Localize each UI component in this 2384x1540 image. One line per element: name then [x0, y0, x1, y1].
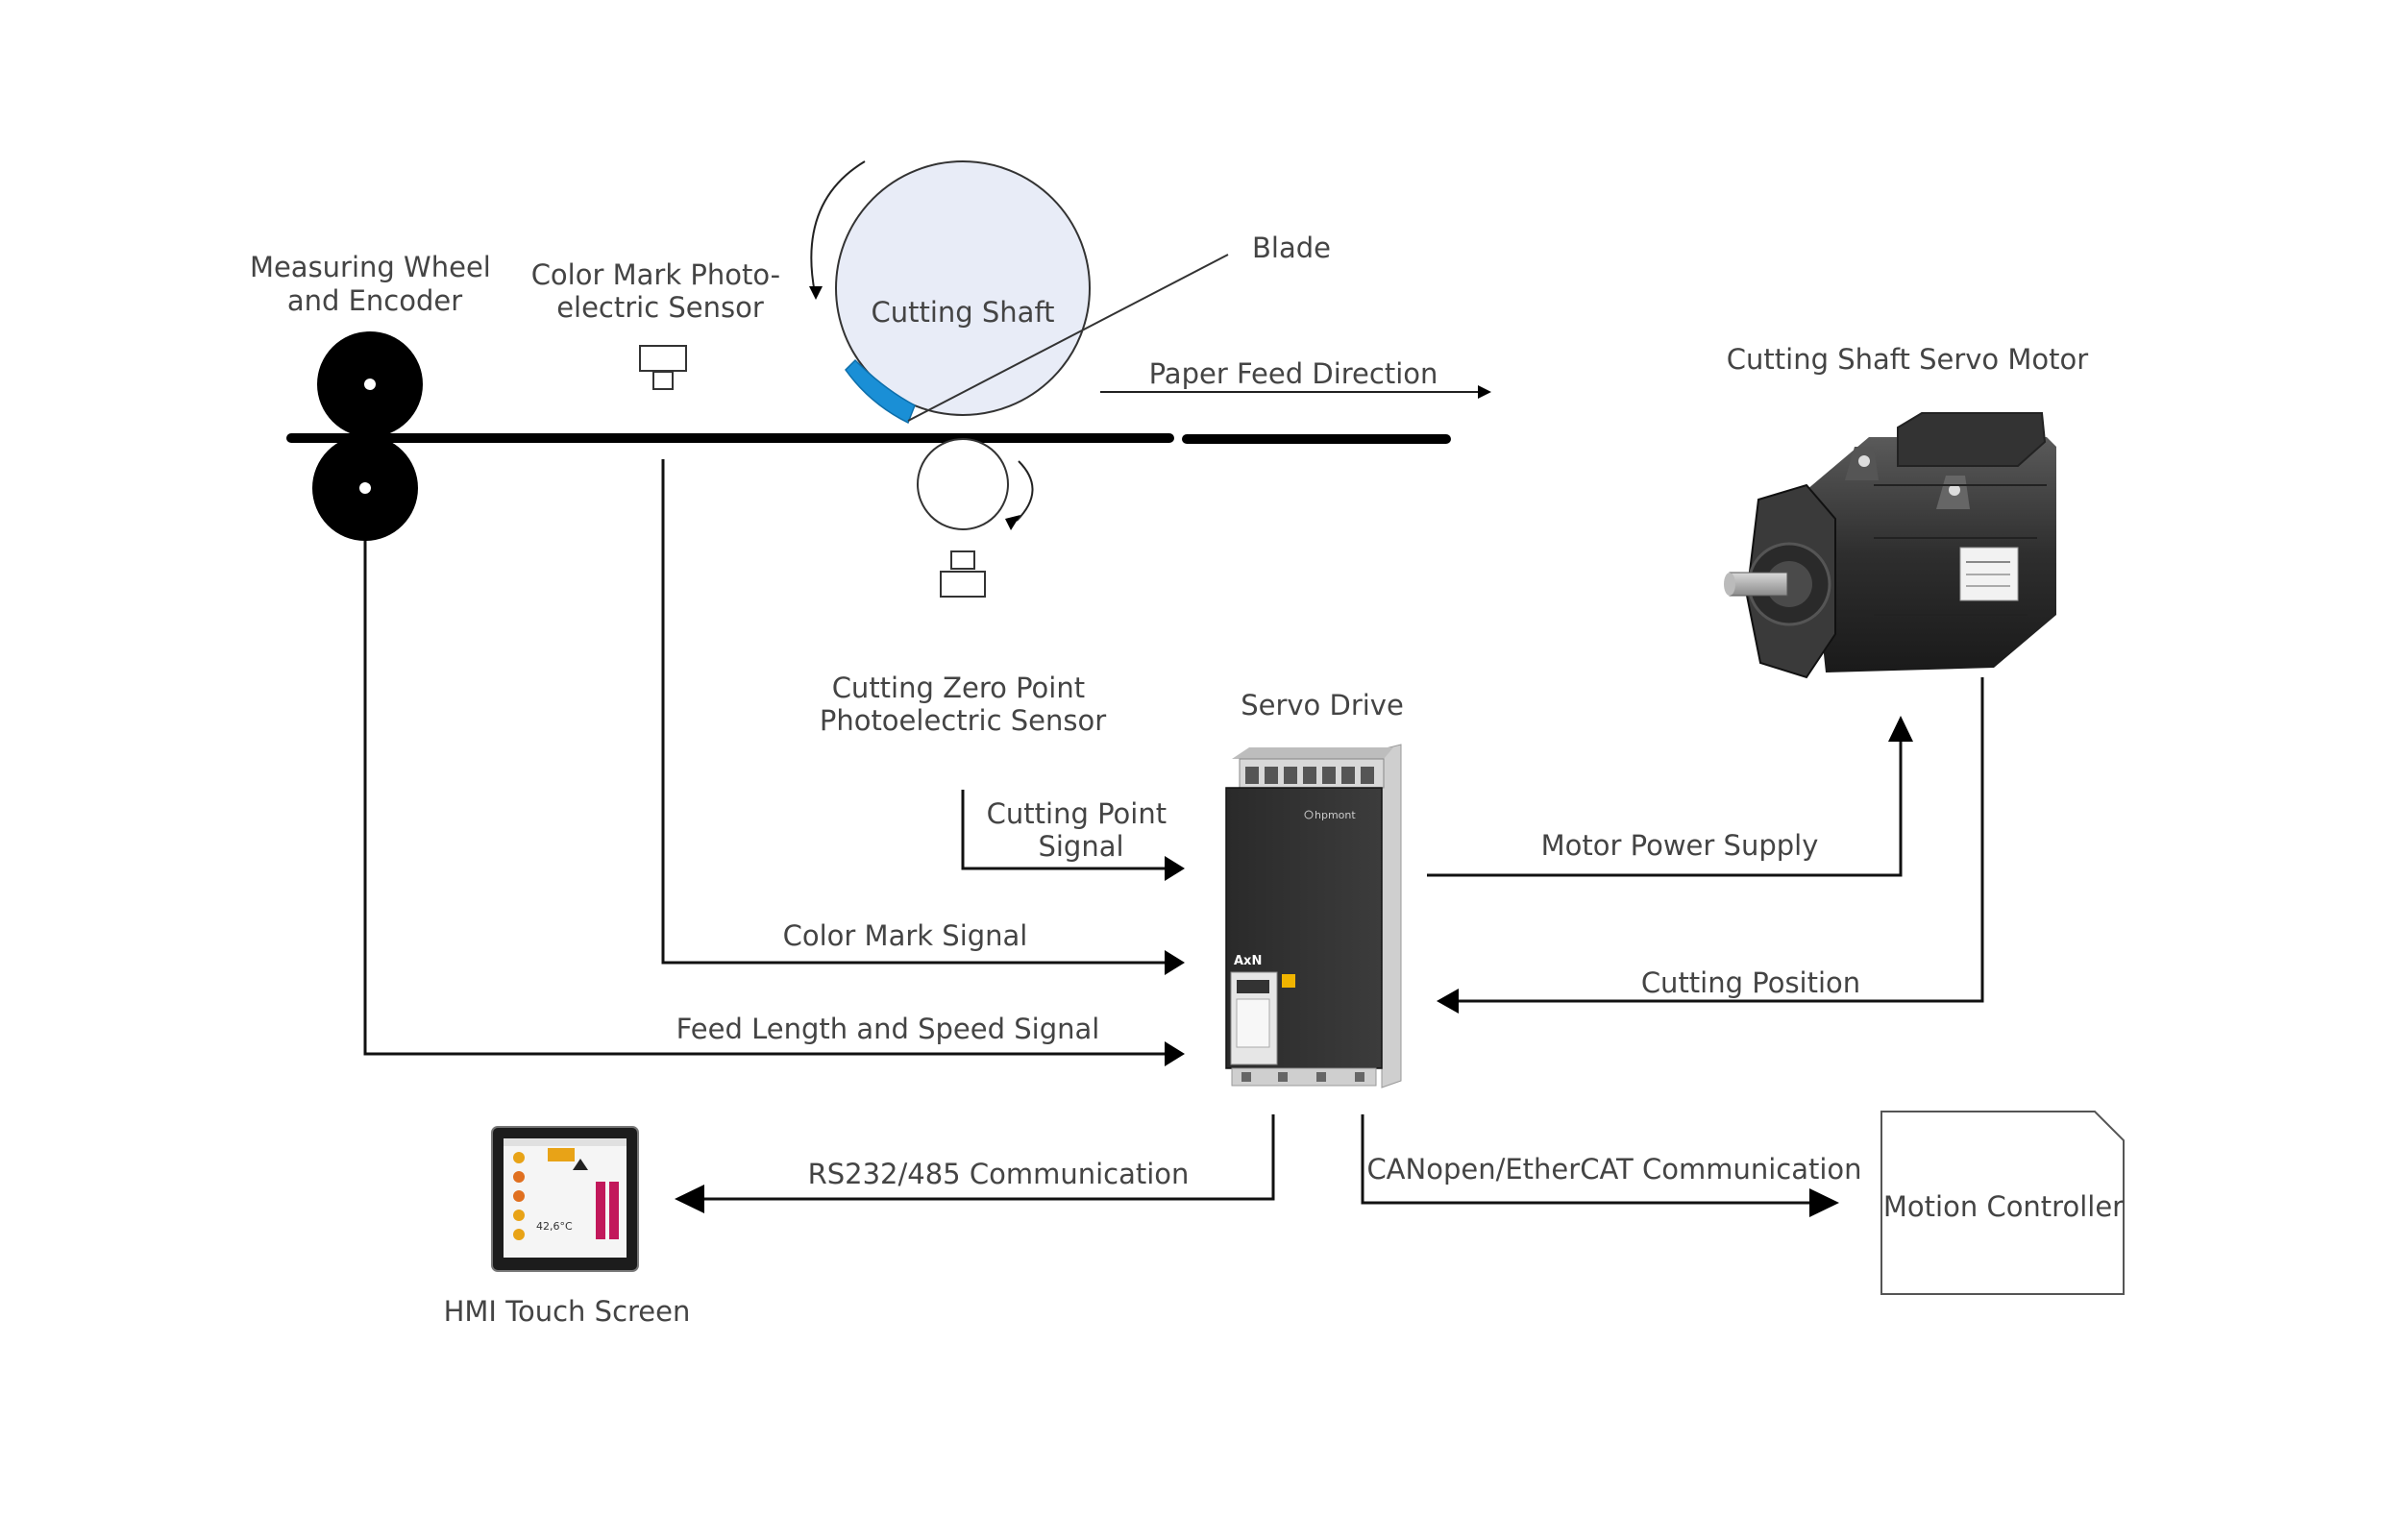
measuring-wheel-label: Measuring Wheel and Encoder: [250, 251, 500, 317]
svg-text:hpmont: hpmont: [1315, 809, 1356, 821]
cutting-point-arrowhead: [1165, 856, 1185, 881]
color-mark-sensor-label: Color Mark Photo- electric Sensor: [531, 258, 790, 324]
cutting-shaft-label: Cutting Shaft: [871, 296, 1054, 329]
cutting-position-arrowhead: [1437, 989, 1459, 1014]
blade-edge: [845, 358, 916, 425]
hmi-touch-screen-image: 42,6°C: [491, 1126, 639, 1272]
color-mark-signal-label: Color Mark Signal: [783, 919, 1028, 952]
color-mark-signal-line: [661, 459, 1167, 965]
motion-controller-box: [1880, 1111, 2125, 1295]
svg-text:AxN: AxN: [1234, 954, 1262, 968]
can-communication-arrowhead: [1809, 1188, 1839, 1217]
rs-communication-label: RS232/485 Communication: [808, 1158, 1190, 1190]
motor-power-supply-label: Motor Power Supply: [1541, 829, 1819, 862]
feed-length-signal-label: Feed Length and Speed Signal: [676, 1013, 1100, 1045]
cutting-position-label: Cutting Position: [1641, 966, 1860, 999]
rs-communication-line: [701, 1114, 1275, 1201]
blade-label: Blade: [1252, 232, 1331, 264]
hmi-touch-screen-label: HMI Touch Screen: [444, 1295, 691, 1328]
shaft-rotation-arrow: [810, 160, 866, 294]
cutting-point-signal-line: [961, 790, 1167, 870]
can-communication-line: [1361, 1114, 1811, 1205]
can-communication-label: CANopen/EtherCAT Communication: [1366, 1153, 1861, 1186]
servo-drive-image: hpmont AxN: [1225, 744, 1402, 1088]
svg-text:42,6°C: 42,6°C: [536, 1220, 573, 1233]
blade-pointer-line: [907, 254, 1229, 422]
rs-communication-arrowhead: [675, 1185, 704, 1213]
feed-length-arrowhead: [1165, 1041, 1185, 1066]
zero-point-sensor-icon: [940, 550, 986, 598]
servo-motor-label: Cutting Shaft Servo Motor: [1727, 343, 2088, 376]
servo-drive-label: Servo Drive: [1241, 689, 1404, 721]
motion-controller-label: Motion Controller: [1883, 1190, 2124, 1223]
bottom-roller: [917, 438, 1034, 530]
feed-length-signal-line: [363, 541, 1167, 1056]
measuring-wheel-encoder: [312, 331, 423, 541]
cutting-shaft: [835, 160, 1091, 425]
color-mark-arrowhead: [1165, 950, 1185, 975]
roller-rotation-arrow: [1016, 460, 1034, 522]
motor-power-supply-line: [1427, 738, 1903, 877]
paper-feed-direction-label: Paper Feed Direction: [1149, 357, 1438, 390]
paper-web: [286, 433, 1451, 444]
cutting-point-signal-label: Cutting Point Signal: [987, 797, 1176, 863]
color-mark-sensor-icon: [639, 345, 687, 390]
motor-power-arrowhead: [1888, 716, 1913, 742]
cutting-position-line: [1456, 677, 1984, 1003]
zero-point-sensor-label: Cutting Zero Point Photoelectric Sensor: [820, 672, 1106, 737]
servo-motor-image: [1724, 412, 2056, 679]
